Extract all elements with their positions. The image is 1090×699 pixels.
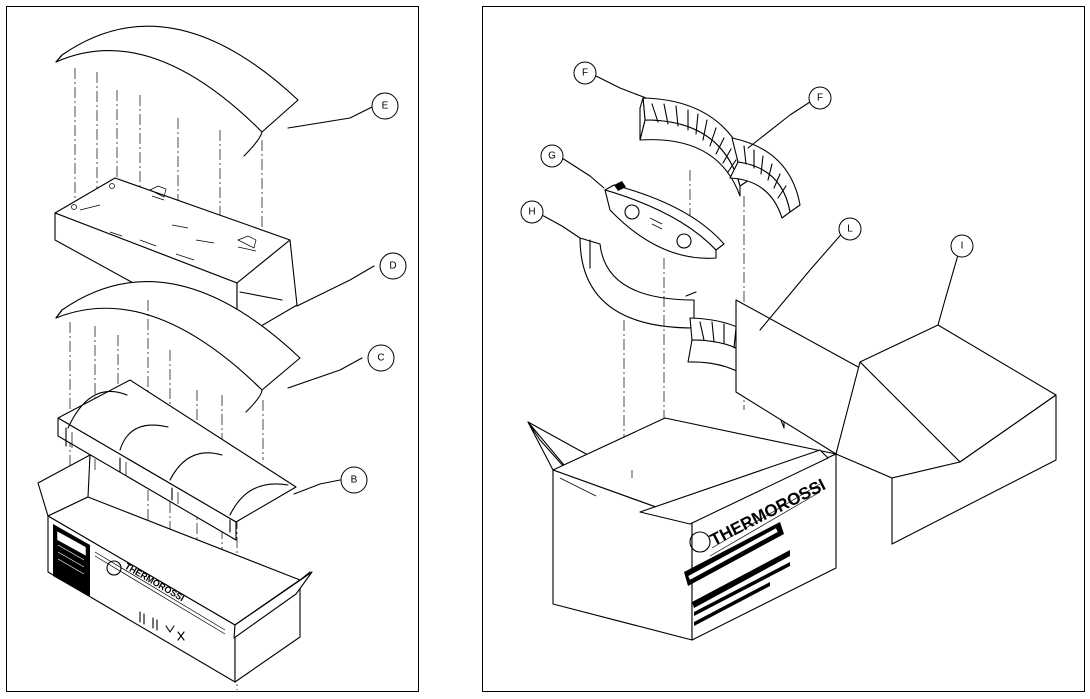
svg-text:F: F: [582, 68, 588, 79]
left-box-handling-icons: [139, 611, 185, 641]
svg-text:E: E: [382, 101, 389, 112]
svg-text:C: C: [377, 353, 384, 364]
callout-l: L: [838, 217, 862, 241]
part-f-grate-front: [639, 97, 753, 197]
callout-i: I: [950, 234, 974, 258]
callout-e: E: [371, 92, 399, 120]
svg-text:G: G: [548, 151, 556, 162]
svg-text:B: B: [351, 475, 358, 486]
callout-f-front: F: [573, 61, 597, 85]
part-f-grate-back: [729, 137, 801, 219]
part-c-cover: [55, 281, 301, 413]
svg-text:D: D: [389, 261, 396, 272]
svg-text:F: F: [817, 93, 823, 104]
part-i-box: [835, 324, 1057, 545]
svg-text:I: I: [961, 241, 964, 252]
part-b-divider: [57, 379, 297, 541]
callout-f-back: F: [808, 86, 832, 110]
right-box: [527, 299, 861, 641]
callout-d: D: [379, 252, 407, 280]
left-callout-leaders: [287, 106, 375, 495]
callout-b: B: [340, 466, 368, 494]
svg-text:L: L: [847, 224, 853, 235]
part-e-cover: [55, 25, 299, 157]
callout-c: C: [367, 344, 395, 372]
callout-g: G: [540, 144, 564, 168]
part-g-control-panel: [604, 181, 725, 259]
svg-text:H: H: [528, 207, 535, 218]
right-callout-leaders: [539, 75, 961, 331]
callout-h: H: [520, 200, 544, 224]
left-box: [37, 454, 313, 683]
